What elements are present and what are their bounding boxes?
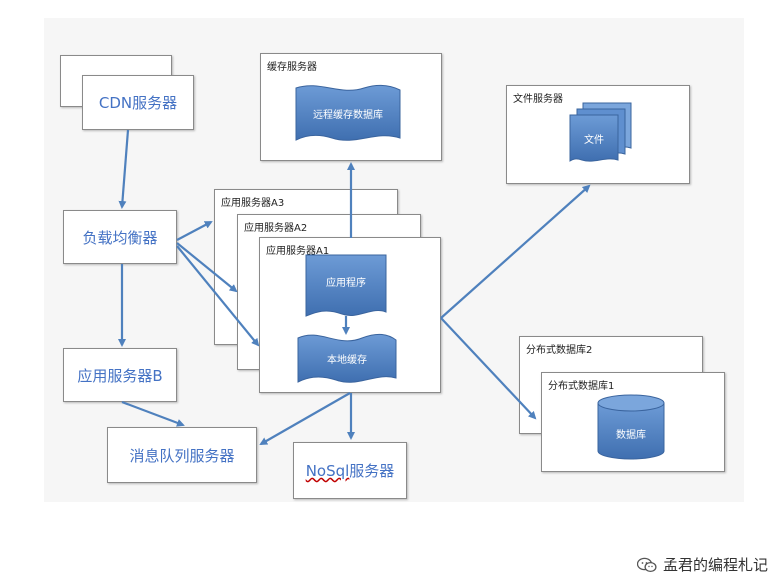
nosql-server-label: NoSql服务器 xyxy=(306,460,395,481)
app-program-label: 应用程序 xyxy=(326,276,366,289)
watermark: 孟君的编程札记 xyxy=(636,554,768,575)
file-docs-shape: 文件 xyxy=(569,102,632,162)
nosql-suffix: 服务器 xyxy=(349,462,395,480)
remote-cache-db-shape: 远程缓存数据库 xyxy=(295,84,401,141)
app-server-a1-title: 应用服务器A1 xyxy=(266,246,330,257)
app-server-a2-title: 应用服务器A2 xyxy=(244,223,308,234)
wechat-icon xyxy=(636,557,657,572)
load-balancer-label: 负载均衡器 xyxy=(82,228,158,247)
distributed-db-1-title: 分布式数据库1 xyxy=(548,381,615,392)
arrow-lb-to-a3 xyxy=(176,221,213,241)
arrow-a1-to-mq xyxy=(259,392,351,445)
database-cylinder-shape: 数据库 xyxy=(597,394,665,460)
cdn-server-label: CDN服务器 xyxy=(98,94,178,112)
file-server-title: 文件服务器 xyxy=(513,94,563,105)
distributed-db-2-title: 分布式数据库2 xyxy=(526,345,593,356)
arrow-a1-to-distributed-db xyxy=(440,317,537,420)
arrow-lb-to-a2 xyxy=(176,242,238,293)
arrow-a1-to-file-server xyxy=(440,184,591,319)
nosql-prefix: NoSql xyxy=(305,462,350,480)
arrow-cdn-to-lb xyxy=(118,129,130,209)
cdn-server-box: CDN服务器 xyxy=(82,75,194,130)
message-queue-label: 消息队列服务器 xyxy=(129,446,235,465)
load-balancer-box: 负载均衡器 xyxy=(63,210,177,264)
remote-cache-db-label: 远程缓存数据库 xyxy=(313,108,383,121)
app-server-a3-title: 应用服务器A3 xyxy=(221,198,285,209)
nosql-server-box: NoSql服务器 xyxy=(293,442,407,499)
app-server-b-box: 应用服务器B xyxy=(63,348,177,402)
watermark-text: 孟君的编程札记 xyxy=(662,556,768,574)
app-server-b-label: 应用服务器B xyxy=(77,366,163,385)
local-cache-label: 本地缓存 xyxy=(327,353,367,366)
database-cylinder-label: 数据库 xyxy=(616,428,646,441)
message-queue-box: 消息队列服务器 xyxy=(107,427,257,483)
file-docs-label: 文件 xyxy=(584,133,604,146)
arrow-app-b-to-mq xyxy=(121,400,185,427)
arrow-lb-to-a1 xyxy=(176,245,260,347)
local-cache-shape: 本地缓存 xyxy=(297,333,397,383)
app-program-shape: 应用程序 xyxy=(305,254,387,317)
cache-server-title: 缓存服务器 xyxy=(267,62,317,73)
